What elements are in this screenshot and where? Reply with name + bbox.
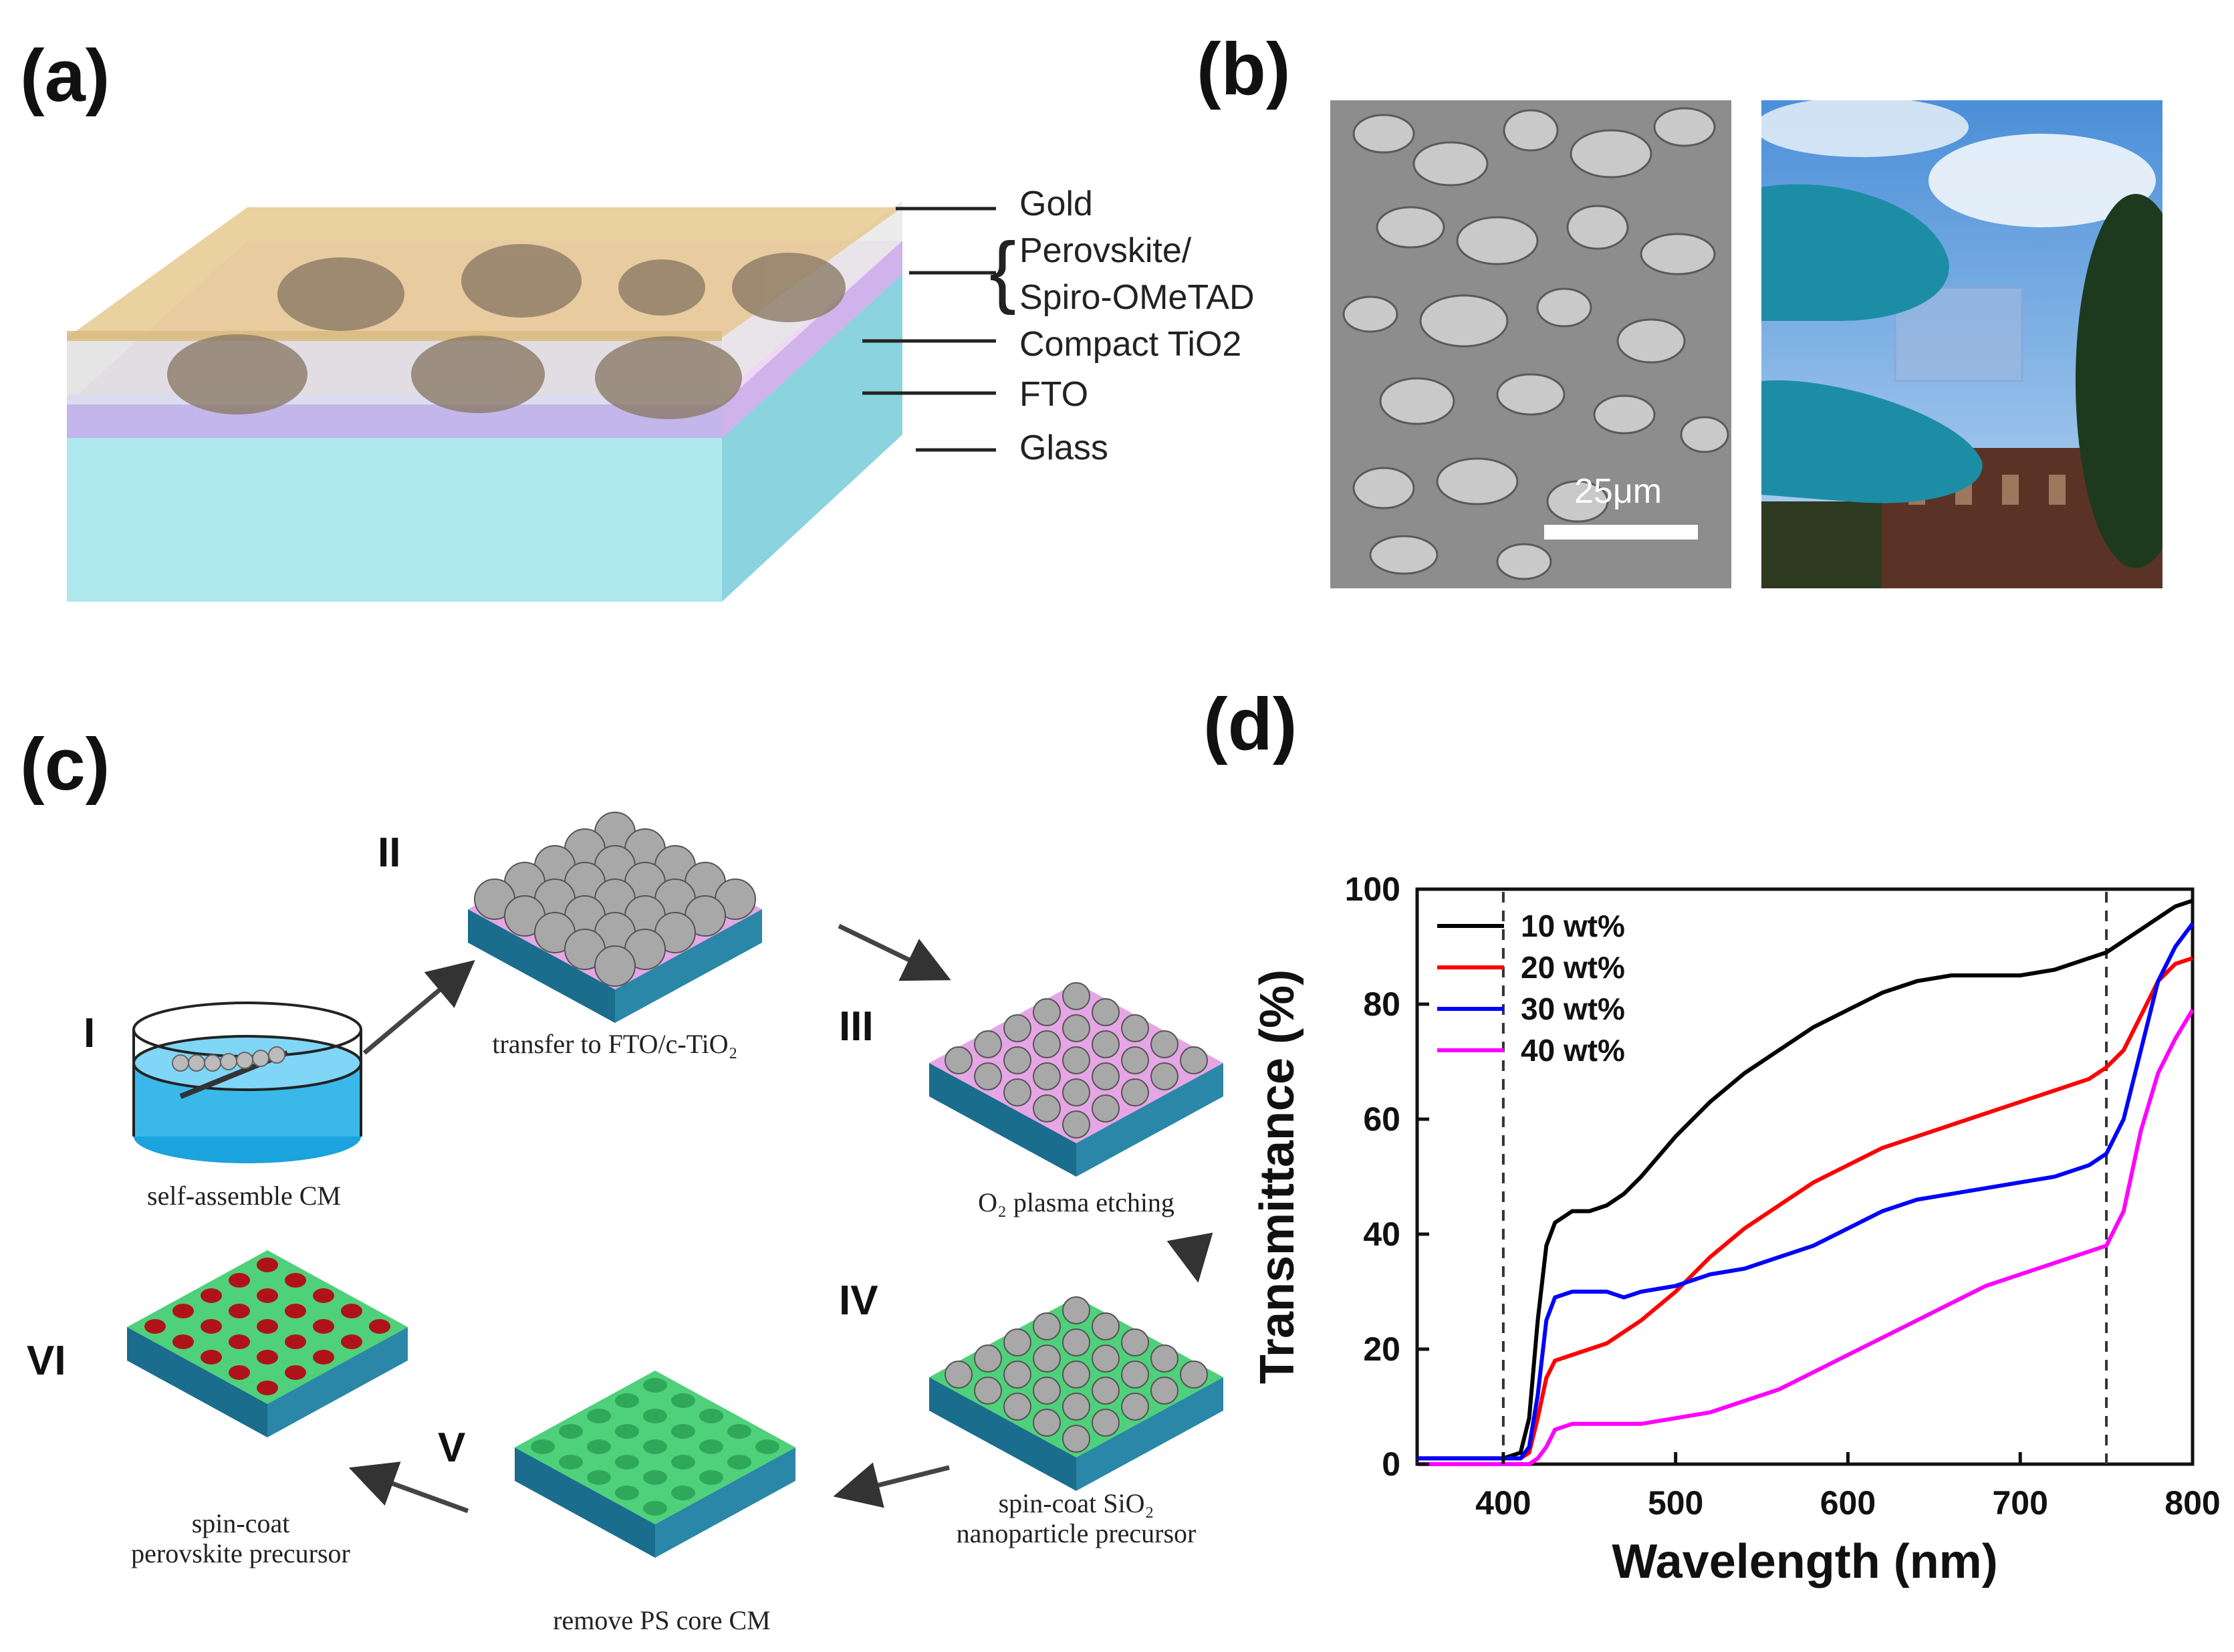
step-iv-sio2 bbox=[929, 1296, 1223, 1491]
step-i-dish bbox=[132, 1001, 362, 1163]
glass-front bbox=[67, 438, 722, 602]
perovskite-islands bbox=[167, 244, 846, 419]
layer-label-spiro: Spiro-OMeTAD bbox=[1019, 278, 1255, 317]
series-line-2 bbox=[1417, 956, 2193, 1461]
step-v-removed bbox=[515, 1371, 795, 1558]
y-tick-label: 80 bbox=[1363, 985, 1400, 1023]
caption-iv-line1: spin-coat SiO₂ bbox=[998, 1488, 1154, 1518]
panel-label-a: (a) bbox=[20, 35, 110, 117]
panel-label-d: (d) bbox=[1203, 683, 1297, 765]
sem-image bbox=[1330, 100, 1731, 588]
step-num-vi: VI bbox=[27, 1338, 66, 1384]
layer-leader-lines bbox=[862, 207, 996, 452]
plot-frame bbox=[1415, 887, 2195, 1466]
series-line-3 bbox=[1417, 922, 2195, 1461]
x-tick-label: 500 bbox=[1648, 1484, 1703, 1522]
x-axis-label: Wavelength (nm) bbox=[1612, 1535, 1997, 1588]
x-tick-label: 600 bbox=[1820, 1484, 1876, 1522]
y-tick-label: 100 bbox=[1345, 870, 1400, 908]
glove-top bbox=[1761, 184, 1949, 321]
process-arrows bbox=[348, 923, 1213, 1514]
x-tick-label: 800 bbox=[2164, 1484, 2220, 1522]
y-tick-label: 20 bbox=[1363, 1330, 1400, 1368]
gold-front-edge bbox=[67, 331, 722, 341]
glove-bottom bbox=[1761, 380, 1983, 503]
series-line-1 bbox=[1417, 899, 2193, 1461]
arrow-ii-iii bbox=[838, 923, 951, 981]
panel-label-b: (b) bbox=[1197, 28, 1291, 110]
arrow-v-vi bbox=[348, 1461, 469, 1514]
series-line-4 bbox=[1417, 1009, 2195, 1466]
x-tick-label: 700 bbox=[1993, 1484, 2048, 1522]
legend-label-1: 10 wt% bbox=[1521, 909, 1625, 943]
scale-bar bbox=[1544, 525, 1698, 540]
arrow-iii-iv bbox=[1166, 1232, 1213, 1283]
legend-label-3: 30 wt% bbox=[1521, 991, 1625, 1026]
caption-iv-line2: nanoparticle precursor bbox=[956, 1518, 1197, 1548]
layer-label-glass: Glass bbox=[1019, 429, 1108, 467]
y-axis-label: Transmittance (%) bbox=[1251, 969, 1304, 1384]
glass-side bbox=[722, 274, 902, 602]
step-num-iv: IV bbox=[839, 1278, 878, 1324]
step-iii-etched bbox=[929, 982, 1223, 1177]
y-tick-label: 0 bbox=[1382, 1445, 1400, 1483]
layer-label-compact-tio2: Compact TiO2 bbox=[1019, 325, 1242, 364]
transmittance-chart: 400 500 600 700 800 0 20 40 60 80 100 10 wt% 20 wt… bbox=[1251, 870, 2221, 1588]
brace: { bbox=[989, 226, 1017, 316]
scale-bar-label: 25μm bbox=[1574, 472, 1662, 511]
step-num-ii: II bbox=[378, 830, 401, 876]
step-num-iii: III bbox=[839, 1004, 874, 1050]
step-num-i: I bbox=[84, 1010, 96, 1056]
y-tick-label: 60 bbox=[1363, 1100, 1400, 1138]
arrow-iv-v bbox=[833, 1462, 950, 1508]
caption-ii: transfer to FTO/c-TiO₂ bbox=[492, 1029, 738, 1059]
caption-vi-line1: spin-coat bbox=[191, 1508, 290, 1538]
layer-label-gold: Gold bbox=[1019, 185, 1093, 223]
device-schematic bbox=[67, 201, 949, 602]
layer-label-fto: FTO bbox=[1019, 375, 1089, 414]
caption-i: self-assemble CM bbox=[147, 1181, 341, 1211]
y-tick-label: 40 bbox=[1363, 1215, 1400, 1253]
legend-label-2: 20 wt% bbox=[1521, 950, 1625, 985]
caption-iii: O₂ plasma etching bbox=[978, 1187, 1174, 1217]
panel-label-c: (c) bbox=[20, 723, 110, 806]
x-tick-label: 400 bbox=[1475, 1484, 1531, 1522]
legend-label-4: 40 wt% bbox=[1521, 1033, 1625, 1068]
device-photo bbox=[1761, 100, 2162, 588]
step-ii-spheres bbox=[468, 812, 762, 1023]
caption-v: remove PS core CM bbox=[553, 1605, 771, 1635]
arrow-i-ii bbox=[362, 960, 475, 1055]
fto-side bbox=[722, 241, 902, 438]
step-num-v: V bbox=[438, 1425, 466, 1471]
caption-vi-line2: perovskite precursor bbox=[131, 1538, 350, 1568]
layer-label-perovskite: Perovskite/ bbox=[1019, 231, 1192, 270]
step-vi-perovskite bbox=[127, 1250, 408, 1437]
